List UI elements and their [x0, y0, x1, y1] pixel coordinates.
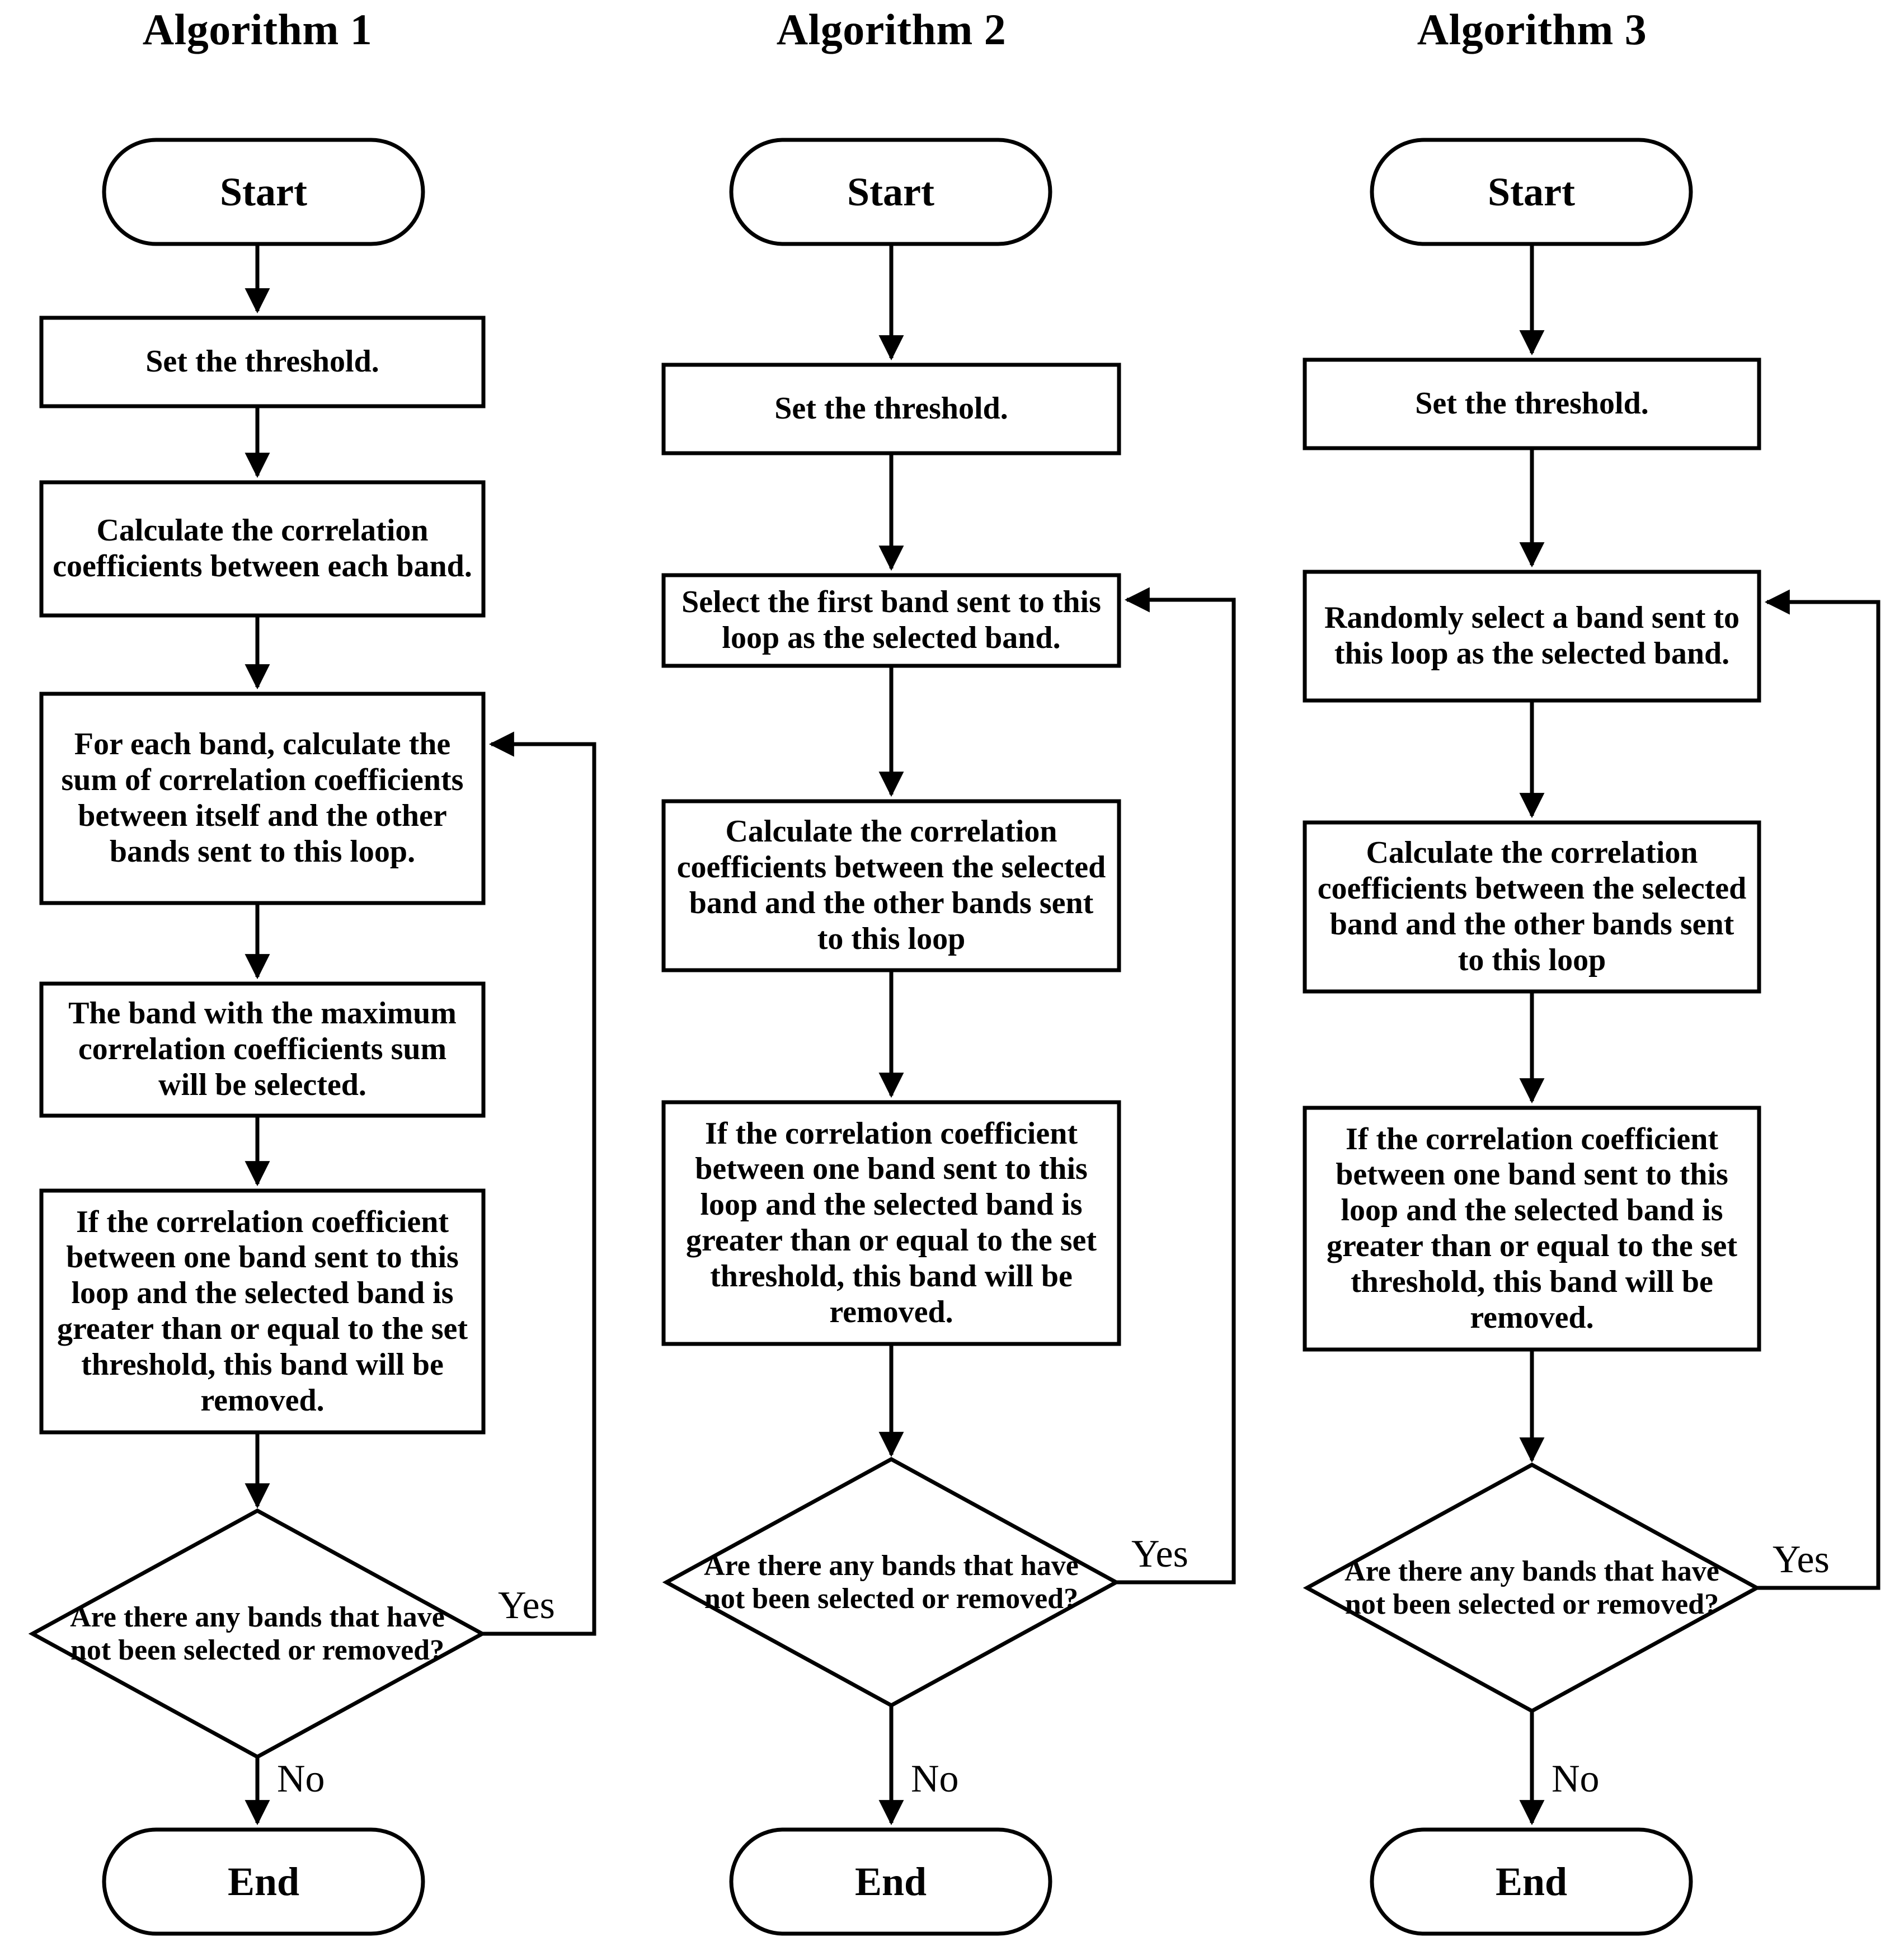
a1-sum-shape	[39, 692, 486, 905]
a1-conn-loopback	[482, 731, 596, 1636]
algorithm-2-group	[661, 138, 1236, 1936]
a2-edge-label-no: No	[911, 1757, 959, 1800]
a3-end-shape	[1370, 1827, 1693, 1936]
a2-remove-shape	[661, 1100, 1121, 1346]
a2-end-shape	[729, 1827, 1052, 1936]
a3-threshold-shape	[1303, 358, 1761, 450]
a3-remove-shape	[1303, 1106, 1761, 1352]
a3-conn-loopback	[1757, 589, 1881, 1590]
column-title-algorithm-3: Algorithm 3	[1417, 5, 1647, 54]
a1-edge-label-yes: Yes	[498, 1584, 555, 1627]
algorithm-3-group	[1303, 138, 1881, 1936]
a3-select-shape	[1303, 570, 1761, 703]
a1-end-shape	[102, 1827, 425, 1936]
a3-edge-label-yes: Yes	[1773, 1538, 1830, 1581]
a1-edge-label-no: No	[277, 1757, 325, 1800]
column-title-algorithm-2: Algorithm 2	[776, 5, 1007, 54]
a3-start-shape	[1370, 138, 1693, 246]
a2-threshold-shape	[661, 363, 1121, 455]
a2-select-shape	[661, 573, 1121, 668]
a2-start-shape	[729, 138, 1052, 246]
a1-threshold-shape	[39, 316, 486, 408]
a2-conn-loopback	[1116, 587, 1236, 1585]
a1-decision-shape	[28, 1508, 487, 1759]
algorithm-1-group	[28, 138, 596, 1936]
a2-edge-label-yes: Yes	[1131, 1532, 1188, 1576]
column-title-algorithm-1: Algorithm 1	[142, 5, 373, 54]
a1-remove-shape	[39, 1188, 486, 1435]
a3-edge-label-no: No	[1552, 1757, 1600, 1800]
a2-calculate-shape	[661, 799, 1121, 972]
a3-calculate-shape	[1303, 820, 1761, 994]
a3-decision-shape	[1303, 1463, 1761, 1713]
a1-calculate-shape	[39, 480, 486, 618]
a1-start-shape	[102, 138, 425, 246]
a2-decision-shape	[662, 1457, 1121, 1708]
a1-max-shape	[39, 981, 486, 1118]
